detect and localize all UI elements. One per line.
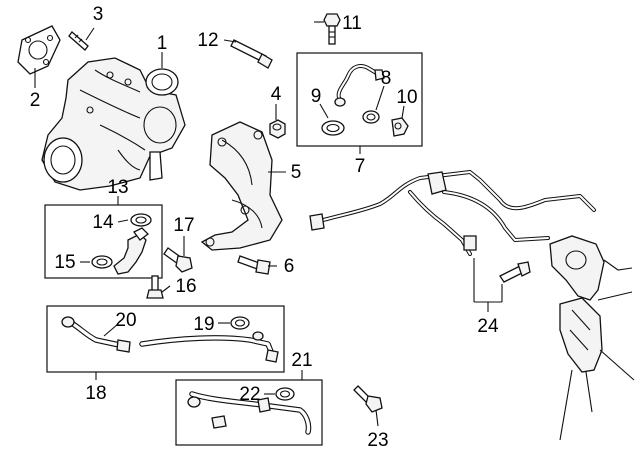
wastegate-actuator bbox=[549, 235, 635, 441]
callout-13: 13 bbox=[107, 177, 128, 198]
group-box-13 bbox=[44, 204, 163, 279]
callout-21: 21 bbox=[291, 350, 312, 371]
bolt-part-11 bbox=[323, 13, 341, 45]
callout-6: 6 bbox=[284, 256, 295, 277]
callout-18: 18 bbox=[85, 383, 106, 404]
callout-23: 23 bbox=[367, 430, 388, 451]
bolt-part-10 bbox=[391, 117, 409, 137]
callout-7: 7 bbox=[355, 156, 366, 177]
callout-15: 15 bbox=[54, 252, 75, 273]
seal-part-15 bbox=[91, 255, 113, 269]
callout-3: 3 bbox=[93, 4, 104, 25]
coolant-pipe-part-20 bbox=[61, 316, 131, 353]
callout-9: 9 bbox=[311, 86, 322, 107]
callout-8: 8 bbox=[381, 68, 392, 89]
group-box-18 bbox=[46, 305, 285, 373]
seal-part-14 bbox=[130, 213, 152, 227]
seal-part-19a bbox=[230, 316, 250, 330]
callout-20: 20 bbox=[115, 310, 136, 331]
callout-12: 12 bbox=[197, 30, 218, 51]
callout-1: 1 bbox=[157, 33, 168, 54]
coolant-pipe-part-19 bbox=[139, 331, 279, 363]
callout-2: 2 bbox=[30, 90, 41, 111]
seal-part-22 bbox=[275, 387, 295, 401]
leader-lines bbox=[34, 21, 503, 427]
oil-feed-line-part-7 bbox=[334, 64, 385, 107]
callout-17: 17 bbox=[173, 215, 194, 236]
fitting-part-13 bbox=[113, 227, 149, 275]
bolt-part-21a bbox=[211, 415, 227, 429]
bolt-part-16 bbox=[146, 275, 164, 299]
callout-10: 10 bbox=[396, 87, 417, 108]
gasket-part-2 bbox=[17, 25, 61, 75]
callout-4: 4 bbox=[271, 84, 282, 105]
bolt-part-17 bbox=[163, 247, 193, 273]
callout-5: 5 bbox=[291, 162, 302, 183]
stud-part-12 bbox=[230, 39, 273, 69]
callout-22: 22 bbox=[239, 384, 260, 405]
callout-14: 14 bbox=[92, 212, 114, 233]
seal-part-8 bbox=[362, 110, 380, 124]
group-box-21 bbox=[175, 379, 323, 446]
callout-16: 16 bbox=[175, 276, 196, 297]
callout-11: 11 bbox=[342, 13, 362, 34]
turbocharger-part-1 bbox=[41, 57, 186, 191]
bolt-part-23 bbox=[353, 385, 383, 413]
nut-part-4 bbox=[269, 119, 286, 139]
coolant-pipe-part-21 bbox=[187, 391, 312, 435]
vacuum-lines-part-24 bbox=[309, 170, 596, 283]
callout-19: 19 bbox=[193, 314, 214, 335]
bolt-part-6 bbox=[237, 255, 271, 275]
heat-shield-part-5 bbox=[200, 121, 283, 251]
stud-part-3 bbox=[68, 31, 89, 51]
callout-24: 24 bbox=[477, 316, 499, 337]
seal-part-9 bbox=[321, 120, 345, 136]
